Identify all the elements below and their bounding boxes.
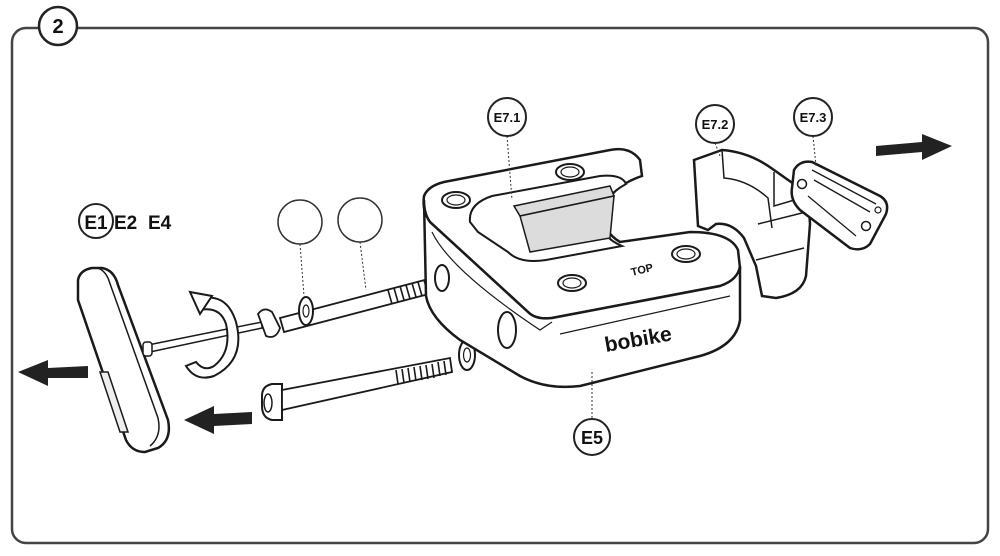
arrow-right-parts: [876, 134, 952, 160]
upper-bolt: [142, 274, 446, 357]
label-e1: E1: [78, 203, 114, 239]
arrow-left-bolt: [184, 406, 252, 434]
arrow-left-handle: [18, 360, 88, 386]
clamp-body: TOP bobike: [422, 147, 742, 389]
label-e5: E5: [573, 372, 611, 456]
svg-text:E5: E5: [581, 428, 603, 448]
label-e73: E7.3: [793, 97, 833, 167]
svg-text:E1: E1: [84, 213, 108, 234]
svg-text:E7.1: E7.1: [494, 110, 521, 125]
label-e4: E4: [148, 213, 172, 234]
clamp-plate: [790, 160, 889, 251]
frame: [10, 26, 990, 545]
lower-bolt: [261, 356, 454, 421]
label-e71: E7.1: [487, 97, 527, 201]
knob-handle: [76, 266, 171, 454]
rotation-arrow: [184, 296, 240, 379]
callout-e2-blank: [277, 199, 323, 297]
step-badge: 2: [37, 5, 79, 47]
callout-e4-blank: [337, 197, 383, 291]
top-marking: TOP: [630, 262, 655, 279]
label-e2: E2: [114, 213, 137, 234]
svg-text:E7.3: E7.3: [800, 110, 827, 125]
step-number: 2: [52, 16, 63, 38]
label-e72: E7.2: [695, 104, 735, 157]
svg-text:E7.2: E7.2: [702, 117, 729, 132]
